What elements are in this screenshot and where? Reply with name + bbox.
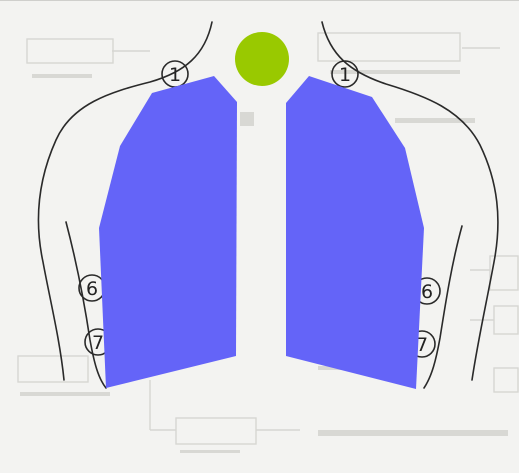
marker-left-low-label: 7 — [92, 332, 104, 354]
bg-text-smudge — [20, 392, 110, 396]
bg-text-smudge — [240, 112, 254, 126]
marker-right-mid-label: 6 — [421, 281, 433, 303]
marker-left-mid-label: 6 — [86, 278, 98, 300]
bg-text-smudge — [32, 74, 92, 78]
marker-right-upper-label: 1 — [339, 64, 351, 86]
suprasternal-marker — [235, 32, 289, 86]
bg-box-bottom-left — [18, 356, 88, 382]
bg-box-right-2 — [494, 306, 518, 334]
bg-box-bottom-center — [176, 418, 256, 444]
bg-text-smudge — [318, 430, 508, 436]
bg-box-right-3 — [494, 368, 518, 392]
bg-text-smudge — [180, 450, 240, 453]
right-torso-line — [424, 226, 462, 388]
background-flowchart — [18, 33, 518, 444]
left-lung — [99, 76, 237, 388]
bg-box-top-left — [27, 39, 113, 63]
marker-left-upper-label: 1 — [169, 64, 181, 86]
background-smudges — [20, 70, 508, 453]
